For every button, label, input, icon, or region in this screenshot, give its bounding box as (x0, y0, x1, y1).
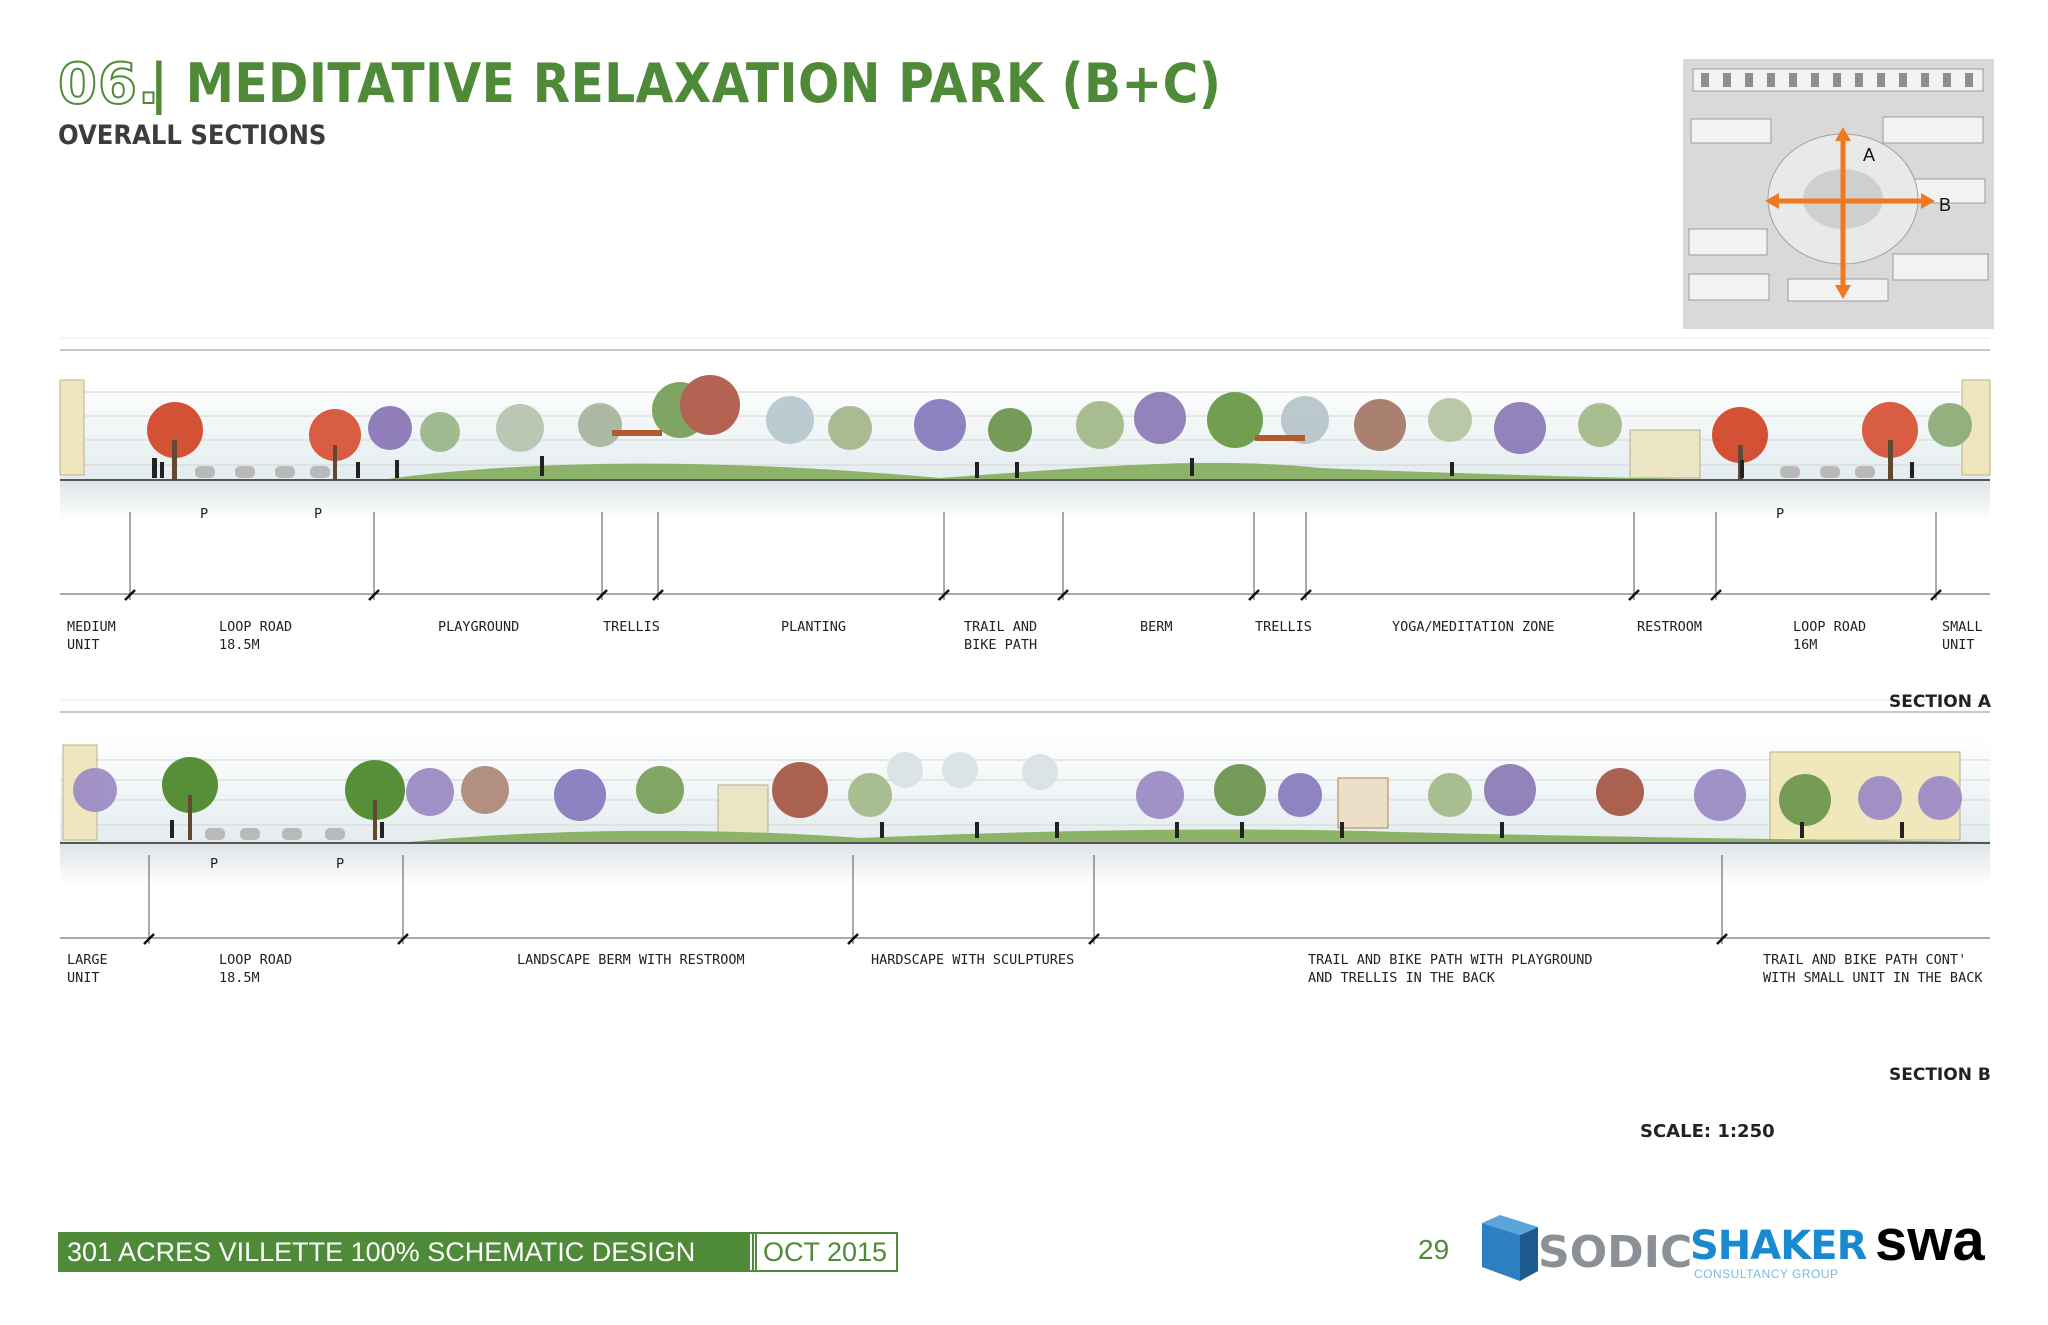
sodic-wordmark: SODIC (1538, 1227, 1692, 1278)
parking-marker: P (314, 506, 323, 522)
section-a-label: TRELLIS (1255, 619, 1312, 635)
section-b-title: SECTION B (1889, 1065, 1991, 1085)
scale-note: SCALE: 1:250 (1640, 1121, 1775, 1142)
parking-marker: P (200, 506, 209, 522)
section-a-label: TRELLIS (603, 619, 660, 635)
logo-strip: SODIC SHAKER CONSULTANCY GROUP swa (1480, 1205, 2000, 1285)
section-b-ticks (143, 933, 1728, 945)
section-a-label: RESTROOM (1637, 619, 1703, 635)
section-a-label: YOGA/MEDITATION ZONE (1392, 619, 1555, 635)
parking-marker: P (336, 856, 345, 872)
keymap-label-a: A (1863, 145, 1875, 165)
page-title: | MEDITATIVE RELAXATION PARK (B+C) (150, 52, 1222, 115)
section-a-label: PLAYGROUND (438, 619, 520, 635)
section-b-drawing (60, 699, 1990, 885)
section-b-dimensions (60, 855, 1990, 944)
section-b-label: HARDSCAPE WITH SCULPTURES (871, 952, 1075, 968)
shaker-subtitle: CONSULTANCY GROUP (1694, 1267, 1839, 1281)
page-subtitle: OVERALL SECTIONS (58, 120, 327, 151)
shaker-logo: SHAKER (1690, 1223, 1867, 1269)
section-number: 06. (57, 51, 161, 118)
section-a-label: PLANTING (781, 619, 847, 635)
parking-marker: P (1776, 506, 1785, 522)
section-a-title: SECTION A (1889, 692, 1992, 712)
sodic-logo: SODIC (1482, 1215, 1692, 1281)
section-a-drawing (59, 337, 1991, 520)
section-b-label: TRAIL AND BIKE PATH CONT'WITH SMALL UNIT… (1763, 952, 1983, 986)
section-a-dimensions (60, 512, 1990, 600)
section-a-ticks (124, 589, 1942, 601)
page-number: 29 (1418, 1234, 1450, 1265)
parking-marker: P (210, 856, 219, 872)
section-a-label: BERM (1140, 619, 1173, 635)
keymap-label-b: B (1939, 195, 1951, 215)
footer-report-bar: 301 ACRES VILLETTE 100% SCHEMATIC DESIGN… (58, 1232, 757, 1303)
section-b-label: LANDSCAPE BERM WITH RESTROOM (517, 952, 745, 968)
footer-report-title: 301 ACRES VILLETTE 100% SCHEMATIC DESIGN… (60, 1234, 750, 1303)
swa-logo: swa (1875, 1208, 1985, 1273)
footer-date: OCT 2015 (762, 1237, 888, 1267)
footer-date-box: OCT 2015 (752, 1232, 898, 1272)
key-plan-map: A B (1683, 59, 1994, 329)
